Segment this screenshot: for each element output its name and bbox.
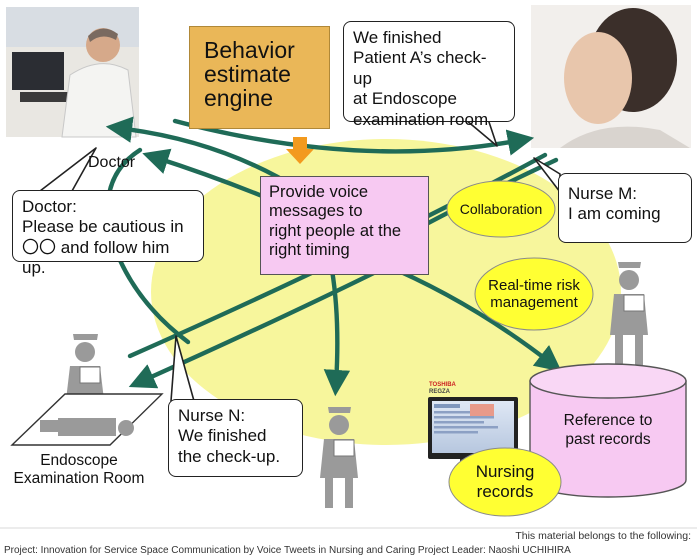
nurse-figure-right [610, 262, 648, 365]
cylinder-text: Reference to past records [530, 412, 686, 449]
callout-patient-a-line-1: We finished [353, 28, 442, 47]
risk-bubble: Real-time risk management [475, 258, 593, 330]
yellow-bubbles [446, 180, 594, 517]
provide-line-4: right timing [269, 240, 350, 259]
cylinder-line-1: Reference to [563, 412, 653, 429]
engine-line-3: engine [204, 85, 274, 112]
endoscope-label: Endoscope Examination Room [4, 452, 154, 488]
collaboration-text: Collaboration [459, 200, 543, 217]
callout-doctor-line-1: Doctor: [22, 197, 77, 216]
provide-line-1: Provide voice [269, 183, 369, 201]
records-cylinder [529, 363, 687, 498]
arrow-engine-to-nurse-m [172, 118, 535, 156]
endoscope-label-line-1: Endoscope [40, 452, 118, 469]
callout-doctor-line-2: Please be cautious in [22, 217, 184, 237]
arrow-to-doctor-2 [142, 148, 265, 199]
collaboration-bubble-shape [446, 180, 556, 238]
doctor-label: Doctor [88, 154, 136, 171]
provide-line-3: right people at the [269, 221, 402, 240]
risk-bubble-shape [474, 257, 594, 331]
nurse-m-photo [531, 5, 691, 148]
footer-line-1: This material belongs to the following: [515, 530, 691, 542]
footer-line-2: Project: Innovation for Service Space Co… [4, 545, 571, 556]
provide-line-2: messages to [269, 202, 363, 221]
nurse-figures [66, 262, 648, 508]
collaboration-bubble: Collaboration [447, 181, 555, 237]
tv-set [428, 397, 518, 464]
endoscope-label-line-2: Examination Room [13, 469, 145, 487]
doctor-photo [6, 7, 139, 138]
nursing-line-1: Nursing [475, 462, 535, 482]
behavior-engine-box: Behavior estimate engine [189, 26, 330, 129]
arrow-to-nurse-n [323, 267, 351, 397]
engine-line-1: Behavior [204, 37, 295, 63]
callout-patient-a-line-4: examination room [353, 109, 489, 129]
exam-bed [10, 393, 164, 446]
callout-patient-a-line-3: at Endoscope [353, 89, 457, 109]
callout-patient-a-line-2: Patient A’s check-up [353, 48, 487, 88]
callout-nurse-m: Nurse M: I am coming [558, 173, 692, 243]
callout-patient-a: We finished Patient A’s check-up at Endo… [343, 21, 515, 129]
cylinder-line-2: past records [565, 430, 651, 448]
callout-nurse-n-line-3: the check-up. [178, 446, 281, 466]
tv-brand-line-2: REGZA [429, 388, 450, 395]
engine-line-2: estimate [204, 61, 291, 88]
nursing-line-2: records [476, 482, 534, 501]
callout-doctor: Doctor: Please be cautious in 〇〇 and fol… [12, 190, 204, 277]
nurse-figure-endoscope [66, 334, 104, 420]
callout-nurse-n: Nurse N: We finished the check-up. [168, 399, 303, 477]
provide-voice-box: Provide voice messages to right people a… [260, 176, 429, 275]
down-arrow [286, 137, 314, 164]
tv-brand: TOSHIBA REGZA [429, 382, 456, 395]
nursing-bubble-shape [448, 447, 562, 517]
callout-doctor-line-3: 〇〇 and follow him up. [22, 237, 170, 278]
callout-nurse-m-line-1: Nurse M: [568, 184, 637, 203]
callout-nurse-m-line-2: I am coming [568, 204, 661, 224]
callout-tails [39, 118, 561, 402]
risk-line-1: Real-time risk [488, 276, 580, 294]
nursing-bubble: Nursing records [449, 448, 561, 516]
callout-nurse-n-line-1: Nurse N: [178, 406, 246, 425]
nurse-figure-bottom [320, 407, 358, 508]
tv-brand-line-1: TOSHIBA [429, 382, 456, 388]
callout-nurse-n-line-2: We finished [178, 426, 267, 446]
risk-line-2: management [490, 294, 578, 311]
